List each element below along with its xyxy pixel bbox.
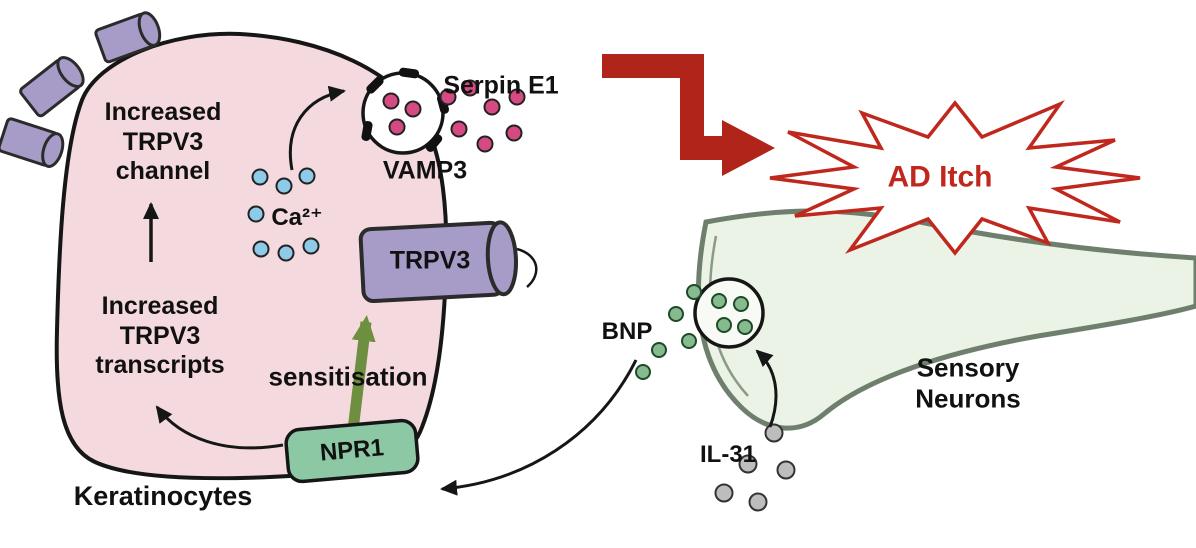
increased-trpv3-transcripts-label: Increased TRPV3 transcripts: [95, 291, 225, 379]
npr1-receptor: [284, 418, 420, 484]
bnp-label: BNP: [601, 317, 653, 345]
itch-signal-arrow: [602, 54, 722, 160]
trpv3-channel-icons: [0, 11, 162, 168]
keratinocyte-cell: [54, 31, 449, 481]
ad-itch-label: AD Itch: [887, 160, 993, 194]
bnp-granules: [635, 284, 753, 380]
serpin-e1-granules: [382, 79, 526, 153]
membrane-curve: [516, 247, 538, 288]
npr1-label: NPR1: [318, 434, 386, 467]
trpv3-channel: [358, 220, 519, 304]
vamp3-label: VAMP3: [382, 156, 468, 185]
sensitisation-arrow: [347, 315, 376, 431]
il31-label: IL-31: [699, 440, 757, 468]
il31-arrow: [755, 349, 778, 428]
trpv3-channel-icon: [94, 11, 162, 64]
calcium-label: Ca²⁺: [271, 203, 323, 231]
sensitisation-label: sensitisation: [268, 361, 428, 392]
calcium-release-arrow: [289, 85, 346, 171]
keratinocytes-label: Keratinocytes: [73, 481, 253, 512]
npr1-feedback-arrow: [155, 405, 284, 450]
sensory-neurons-label: Sensory Neurons: [915, 352, 1021, 413]
bnp-to-npr1-arrow: [440, 359, 638, 496]
itch-signal-arrowhead: [722, 120, 775, 176]
neuron-vesicle: [693, 277, 765, 349]
sensory-neuron: [695, 208, 1196, 431]
trpv3-label: TRPV3: [389, 246, 471, 275]
trpv3-channel-icon: [19, 55, 85, 118]
ad-itch-starburst: [769, 100, 1141, 256]
trpv3-channel-icon: [0, 117, 65, 168]
serpin-e1-label: Serpin E1: [443, 71, 559, 100]
increased-trpv3-channel-label: Increased TRPV3 channel: [104, 97, 222, 185]
il31-particles: [714, 423, 796, 512]
calcium-ions: [247, 167, 320, 262]
